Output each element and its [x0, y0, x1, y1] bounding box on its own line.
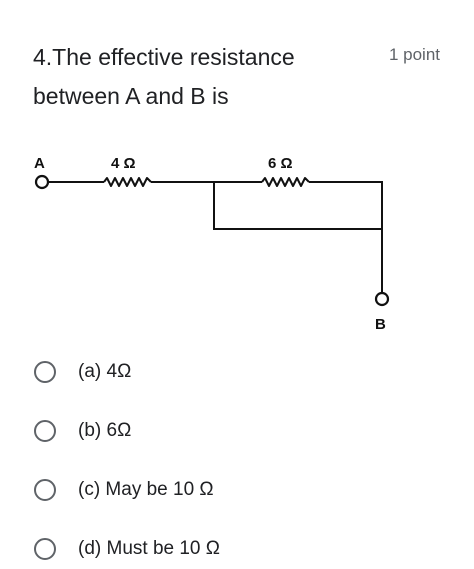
question-title: 4.The effective resistance between A and…	[33, 44, 295, 109]
option-label: (a) 4Ω	[78, 361, 132, 382]
option-c[interactable]: (c) May be 10 Ω	[34, 470, 214, 510]
terminal-a	[34, 174, 50, 190]
radio-button[interactable]	[34, 479, 56, 501]
circuit-diagram: A 4 Ω 6 Ω B	[34, 155, 390, 333]
radio-button[interactable]	[34, 361, 56, 383]
resistor-4-ohm	[103, 177, 152, 187]
option-b[interactable]: (b) 6Ω	[34, 411, 131, 451]
resistor-6-ohm	[261, 177, 310, 187]
radio-button[interactable]	[34, 538, 56, 560]
terminal-a-label: A	[34, 155, 45, 172]
radio-button[interactable]	[34, 420, 56, 442]
terminal-b-label: B	[375, 316, 386, 333]
resistor-2-label: 6 Ω	[268, 155, 293, 172]
resistor-1-label: 4 Ω	[111, 155, 136, 172]
option-label: (b) 6Ω	[78, 420, 132, 441]
option-label: (d) Must be 10 Ω	[78, 538, 220, 559]
option-label: (c) May be 10 Ω	[78, 479, 214, 500]
terminal-b	[374, 291, 390, 307]
points-label: 1 point	[388, 45, 440, 64]
option-d[interactable]: (d) Must be 10 Ω	[34, 529, 220, 569]
option-a[interactable]: (a) 4Ω	[34, 352, 131, 392]
